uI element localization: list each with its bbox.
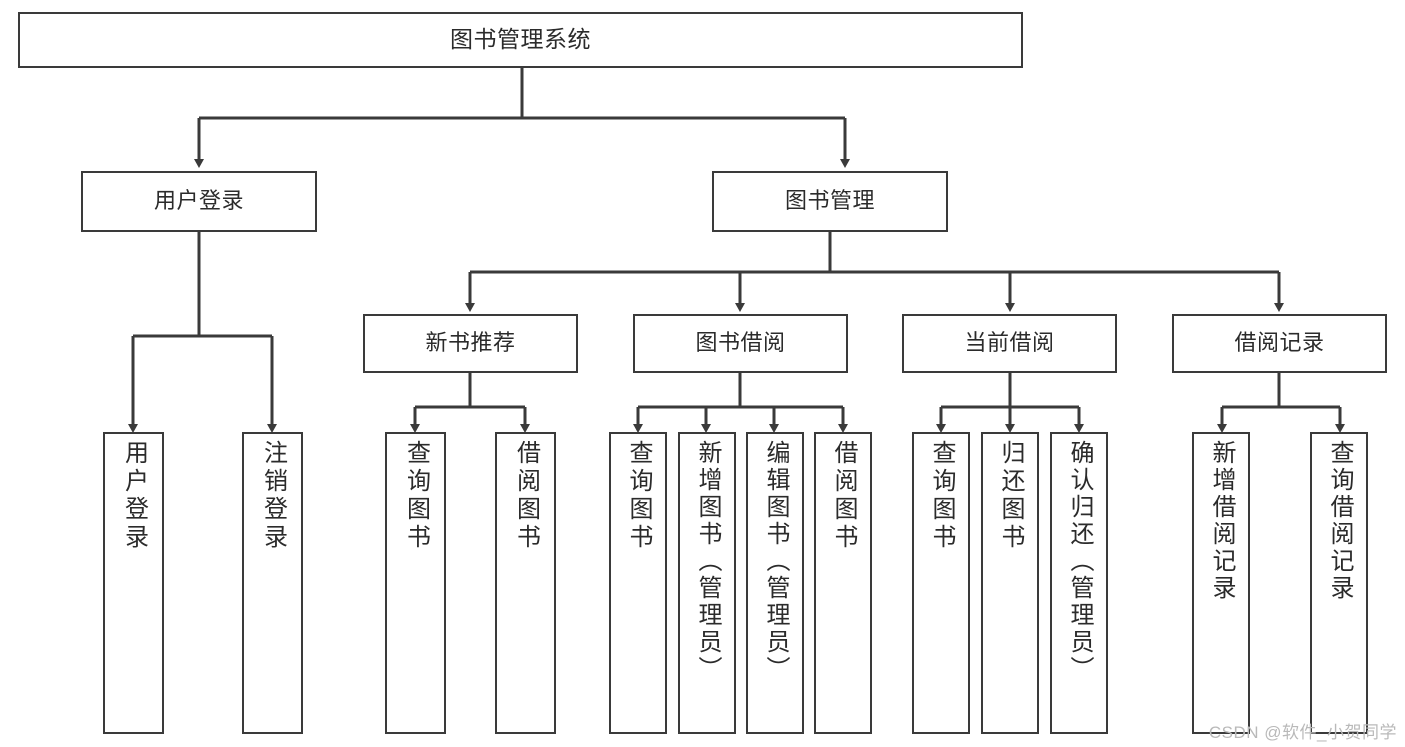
node-current-borrow-label: 当前借阅 (964, 330, 1055, 356)
node-borrow-record-label: 借阅记录 (1234, 330, 1325, 356)
node-leaf-return-book-label: 归还图书 (997, 440, 1024, 552)
node-leaf-query-book-borrow-label: 查询图书 (625, 440, 652, 552)
node-leaf-logout-label: 注销登录 (259, 440, 287, 552)
node-leaf-borrow-book-label: 借阅图书 (830, 440, 857, 552)
node-leaf-query-borrow-record-label: 查询借阅记录 (1326, 440, 1353, 602)
node-leaf-logout[interactable]: 注销登录 (242, 432, 303, 734)
node-root[interactable]: 图书管理系统 (18, 12, 1023, 68)
node-borrow-record[interactable]: 借阅记录 (1172, 314, 1387, 373)
node-leaf-borrow-book-recommend[interactable]: 借阅图书 (495, 432, 556, 734)
node-leaf-edit-book-admin[interactable]: 编辑图书（管理员） (746, 432, 804, 734)
node-book-borrow-label: 图书借阅 (695, 330, 786, 356)
node-user-login-label: 用户登录 (153, 188, 244, 214)
node-leaf-confirm-return-admin[interactable]: 确认归还（管理员） (1050, 432, 1108, 734)
node-leaf-add-book-admin-label: 新增图书（管理员） (694, 440, 721, 683)
node-leaf-query-book-recommend-label: 查询图书 (402, 440, 430, 552)
node-leaf-user-login-label: 用户登录 (120, 440, 148, 552)
node-leaf-add-borrow-record[interactable]: 新增借阅记录 (1192, 432, 1250, 734)
node-leaf-user-login[interactable]: 用户登录 (103, 432, 164, 734)
node-leaf-borrow-book[interactable]: 借阅图书 (814, 432, 872, 734)
node-leaf-borrow-book-recommend-label: 借阅图书 (512, 440, 540, 552)
node-user-login[interactable]: 用户登录 (81, 171, 317, 232)
node-leaf-add-book-admin[interactable]: 新增图书（管理员） (678, 432, 736, 734)
node-leaf-query-borrow-record[interactable]: 查询借阅记录 (1310, 432, 1368, 734)
node-new-book-recommend[interactable]: 新书推荐 (363, 314, 578, 373)
node-root-label: 图书管理系统 (450, 26, 591, 53)
node-leaf-add-borrow-record-label: 新增借阅记录 (1208, 440, 1235, 602)
watermark: CSDN @软件_小贺同学 (1208, 723, 1397, 742)
node-leaf-query-book-current-label: 查询图书 (928, 440, 955, 552)
node-leaf-query-book-current[interactable]: 查询图书 (912, 432, 970, 734)
node-leaf-query-book-recommend[interactable]: 查询图书 (385, 432, 446, 734)
node-book-management-label: 图书管理 (784, 188, 875, 214)
node-book-borrow[interactable]: 图书借阅 (633, 314, 848, 373)
node-leaf-query-book-borrow[interactable]: 查询图书 (609, 432, 667, 734)
node-book-management[interactable]: 图书管理 (712, 171, 948, 232)
node-current-borrow[interactable]: 当前借阅 (902, 314, 1117, 373)
node-leaf-edit-book-admin-label: 编辑图书（管理员） (762, 440, 789, 683)
node-new-book-recommend-label: 新书推荐 (425, 330, 516, 356)
node-leaf-confirm-return-admin-label: 确认归还（管理员） (1066, 440, 1093, 683)
node-leaf-return-book[interactable]: 归还图书 (981, 432, 1039, 734)
